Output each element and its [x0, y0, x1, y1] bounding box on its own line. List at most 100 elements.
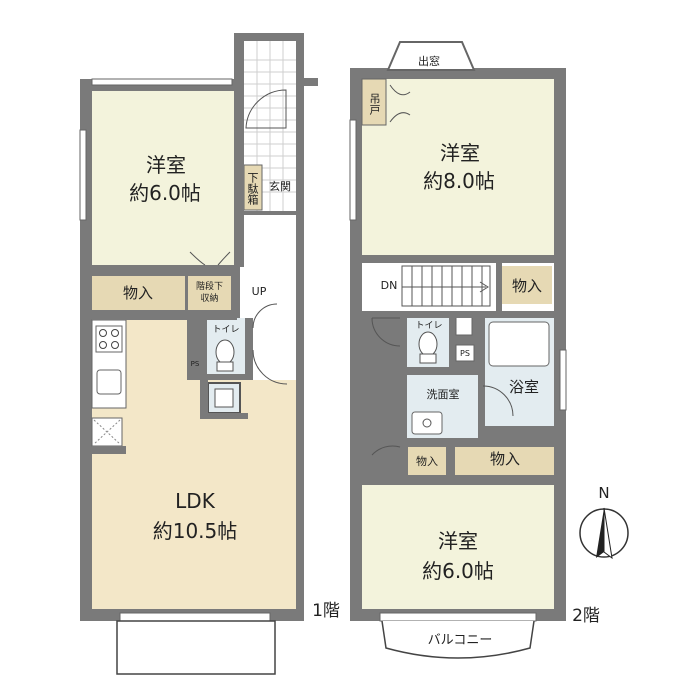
- floor2-wall-stair-closet: [496, 263, 502, 311]
- floor2-wall-toilet-south: [407, 367, 478, 375]
- floor2-balcony-label: バルコニー: [427, 633, 493, 648]
- floor2-bedroom-main-size: 約8.0帖: [423, 169, 495, 193]
- floor2-toilet-bowl: [418, 331, 438, 357]
- floor1-bedroom-area: [92, 91, 234, 265]
- floor1-under-stairs-line1: 階段下: [195, 282, 223, 292]
- floor1-entrance-label: 玄関: [269, 180, 291, 193]
- floor1-wall-washer-south: [200, 413, 248, 419]
- floor1-wall-washer-west: [200, 380, 208, 418]
- compass: [579, 507, 629, 560]
- floor1-ldk-size: 約10.5帖: [152, 519, 238, 543]
- floor2-basin-drain: [422, 418, 432, 428]
- floor2-balcony: [381, 620, 535, 659]
- floor2-bedroom-door: [389, 84, 411, 123]
- floor2-bathtub: [488, 321, 550, 367]
- floor2-window-south: [379, 612, 537, 622]
- floor2-stairs: [401, 265, 491, 307]
- floor2-bedroom-south-size: 約6.0帖: [422, 559, 494, 583]
- floor1-wall-bedroom-east: [234, 91, 244, 267]
- floor1-wall-hall-west: [231, 268, 240, 318]
- floor1-shoe-box-label: 下駄箱: [246, 171, 259, 205]
- floor2-wall-bedroom-south-north: [362, 475, 554, 485]
- floor2-bedroom-south-area: [362, 485, 554, 609]
- floor1-washer-drain: [214, 388, 234, 408]
- floor1-wall-ps-block: [187, 318, 207, 380]
- floor2-bedroom-main-name: 洋室: [440, 141, 480, 165]
- floor1-closet-label: 物入: [122, 284, 153, 302]
- floor1-terrace: [116, 620, 276, 675]
- floor1-wall-closet-south: [92, 310, 237, 320]
- floor2-dn-label: DN: [380, 279, 398, 292]
- floor1-sink: [96, 369, 122, 395]
- floor1-wall-stub: [300, 78, 318, 86]
- floor2-ps-top: [455, 316, 473, 336]
- floor1-hall-door-swing: [252, 303, 278, 329]
- floor1-toilet-label: トイレ: [212, 325, 240, 335]
- floor1-bedroom-name: 洋室: [146, 153, 186, 177]
- floor2-bathroom-label: 浴室: [508, 378, 539, 396]
- floor1-toilet-bowl: [215, 339, 235, 365]
- floor1-entrance-tiles: [244, 41, 296, 211]
- floor2-bath-door: [482, 385, 514, 417]
- floor2-closet-small-label: 物入: [416, 455, 438, 468]
- floor2-hanging-door-label: 吊戸: [368, 93, 381, 115]
- floor2-wall-hall-south: [400, 311, 554, 318]
- floor1-wall-kitchen-end: [92, 446, 126, 454]
- floor1-wall-bedroom-south: [92, 265, 237, 276]
- floor2-toilet-door: [371, 317, 401, 347]
- floor2-wall-bath-west: [478, 311, 485, 446]
- floor2-closet-stair-label: 物入: [511, 277, 542, 295]
- floor2-wall-closet-divider: [446, 440, 455, 480]
- floor2-window-west: [349, 119, 357, 221]
- floor1-stove: [95, 325, 123, 353]
- floor2-wall-bedroom-south: [362, 255, 554, 263]
- floor2-wall-toilet-east: [449, 311, 455, 375]
- floor1-fridge-cross-b: [93, 419, 121, 445]
- floor2-window-east: [559, 349, 567, 411]
- floor1-burner-2: [111, 329, 119, 337]
- floor2-floor-label: 2階: [572, 606, 600, 626]
- floor-1: [79, 33, 318, 675]
- floor1-burner-1: [99, 329, 107, 337]
- floor2-hanging-cabinet: [361, 78, 387, 126]
- floor2-wall-wet-west: [400, 311, 407, 481]
- floor2-wash-basin: [411, 411, 443, 435]
- compass-needle-dark: [596, 508, 604, 558]
- floor2-closet-stair-area: [502, 266, 552, 304]
- floor1-bedroom-size: 約6.0帖: [129, 181, 201, 205]
- floor2-washroom-label: 洗面室: [426, 388, 460, 401]
- floor1-bedroom-door: [189, 251, 231, 266]
- floor1-wall-toilet-south: [202, 374, 253, 380]
- floor1-burner-4: [111, 341, 119, 349]
- floor1-wall-closet-divider: [185, 276, 188, 310]
- floor2-wall-wash-south: [407, 438, 554, 447]
- floor1-ldk-door-swing: [252, 349, 288, 385]
- floor2-closet-large-label: 物入: [489, 450, 520, 468]
- floor-2: [349, 41, 567, 659]
- floor2-ps: [455, 344, 475, 362]
- floor2-ps-label: PS: [460, 349, 470, 358]
- floor1-window-west: [79, 129, 87, 221]
- floor1-floor-label: 1階: [312, 601, 340, 621]
- floor1-under-stairs-area: [188, 276, 231, 310]
- floor2-closet-small-area: [408, 447, 446, 475]
- floor2-bedroom-south-name: 洋室: [438, 529, 478, 553]
- floor2-toilet-label: トイレ: [415, 321, 443, 331]
- floor1-ldk-area: [92, 320, 296, 609]
- floor1-toilet-tank: [216, 361, 234, 372]
- floor2-toilet-tank: [419, 353, 437, 364]
- floor2-bedroom-main-area: [362, 79, 554, 255]
- floor1-under-stairs-line2: 収納: [200, 294, 219, 304]
- compass-needle-light: [603, 507, 613, 560]
- floor1-window-north: [91, 78, 233, 86]
- floor1-wall-toilet-east: [245, 318, 253, 380]
- floor1-closet-area: [92, 276, 185, 310]
- floor1-entrance-door-swing: [245, 89, 287, 129]
- compass-north-label: N: [598, 484, 610, 502]
- floor1-ldk-name: LDK: [175, 489, 215, 513]
- floor1-burner-3: [99, 341, 107, 349]
- floor2-bay-window-label: 出窓: [418, 55, 440, 68]
- floor1-ps-label: PS: [190, 360, 200, 368]
- floor2-bay-window: [386, 41, 476, 71]
